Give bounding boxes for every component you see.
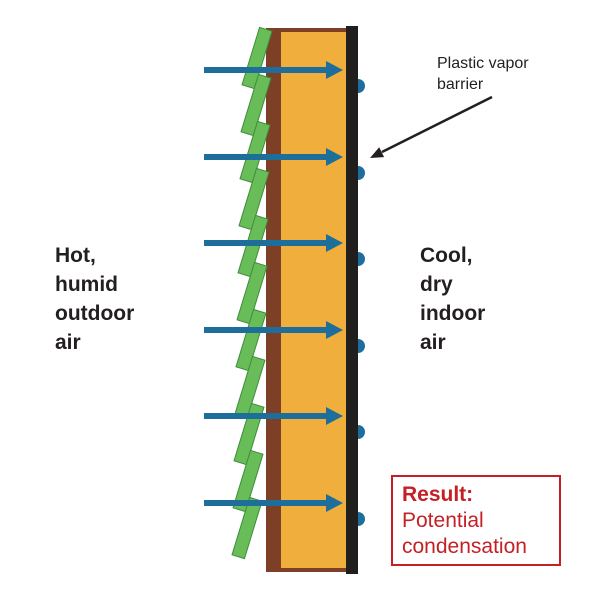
condensation-droplet-icon	[358, 512, 365, 526]
airflow-arrow	[204, 148, 343, 166]
condensation-droplet-icon	[358, 339, 365, 353]
airflow-arrow	[204, 407, 343, 425]
indoor-air-label: Cool, dry indoor air	[420, 244, 486, 354]
siding-slat	[232, 449, 264, 513]
condensation-droplet-icon	[358, 166, 365, 180]
arrow-shaft	[204, 154, 327, 160]
arrow-shaft	[204, 240, 327, 246]
result-detail: Potential condensation	[402, 509, 527, 558]
arrow-shaft	[204, 327, 327, 333]
condensation-droplet-icon	[358, 252, 365, 266]
siding-slat	[231, 496, 263, 560]
arrow-head-icon	[326, 148, 343, 166]
arrow-head-icon	[326, 321, 343, 339]
pointer-arrowhead-icon	[370, 147, 385, 158]
airflow-arrows	[204, 61, 343, 512]
arrow-head-icon	[326, 61, 343, 79]
airflow-arrow	[204, 234, 343, 252]
pointer-line	[381, 95, 493, 154]
insulation-layer	[281, 32, 346, 568]
condensation-droplet-icon	[358, 425, 365, 439]
condensation-droplets	[358, 79, 365, 526]
siding-slat	[236, 261, 268, 325]
arrow-shaft	[204, 413, 327, 419]
airflow-arrow	[204, 321, 343, 339]
airflow-arrow	[204, 61, 343, 79]
arrow-head-icon	[326, 494, 343, 512]
siding-slat	[241, 26, 273, 90]
siding-slat	[238, 167, 270, 231]
siding-slats	[231, 26, 273, 560]
arrow-head-icon	[326, 407, 343, 425]
siding-slat	[240, 73, 272, 137]
result-title: Result:	[402, 483, 474, 506]
airflow-arrow	[204, 494, 343, 512]
outdoor-air-label: Hot, humid outdoor air	[55, 244, 135, 354]
arrow-shaft	[204, 67, 327, 73]
vapor-barrier-pointer-arrow	[370, 95, 493, 158]
siding-slat	[239, 120, 271, 184]
vapor-barrier-label: Plastic vapor barrier	[437, 55, 529, 93]
vapor-barrier-layer	[346, 26, 358, 574]
arrow-head-icon	[326, 234, 343, 252]
siding-slat	[235, 308, 267, 372]
result-box: Result: Potential condensation	[391, 475, 561, 566]
arrow-shaft	[204, 500, 327, 506]
condensation-droplet-icon	[358, 79, 365, 93]
